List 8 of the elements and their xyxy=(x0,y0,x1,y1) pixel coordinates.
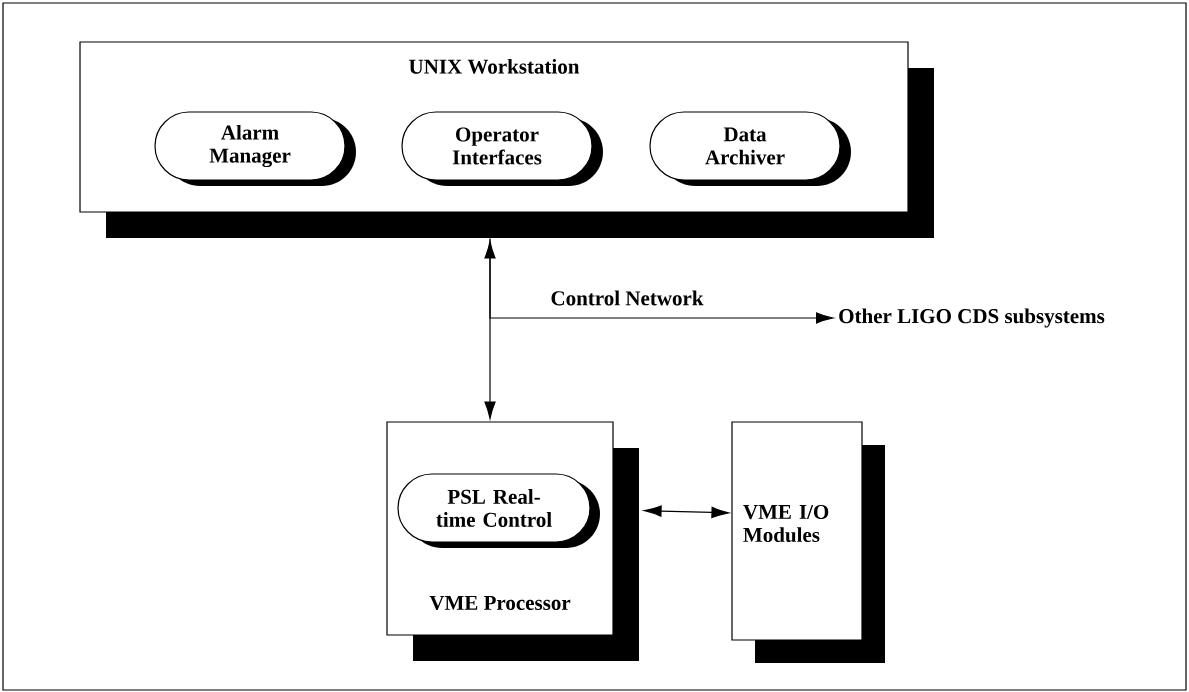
process-pill: PSL Real- time Control xyxy=(397,473,600,548)
process-pill: Data Archiver xyxy=(649,111,851,186)
edge-label: Control Network xyxy=(551,290,704,306)
process-pill: Operator Interfaces xyxy=(401,111,603,186)
text-label: Other LIGO CDS subsystems xyxy=(839,308,1105,328)
system-box: VME I/O Modules xyxy=(731,421,885,663)
arrow xyxy=(489,238,834,324)
process-pill: Alarm Manager xyxy=(154,111,356,186)
